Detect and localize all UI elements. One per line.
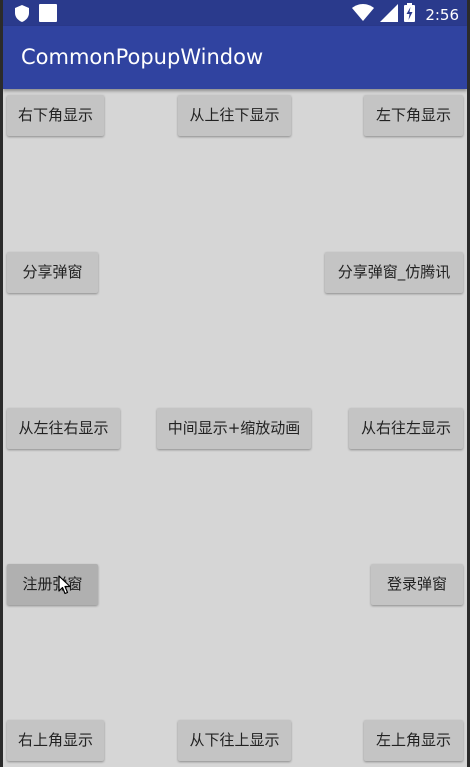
- wifi-icon: [352, 3, 375, 26]
- shield-icon: [15, 4, 29, 26]
- login-popup-button[interactable]: 登录弹窗: [371, 564, 463, 605]
- right-to-left-show-button[interactable]: 从右往左显示: [349, 408, 463, 449]
- top-left-show-button[interactable]: 左上角显示: [364, 720, 463, 761]
- share-popup-tencent-button[interactable]: 分享弹窗_仿腾讯: [325, 252, 463, 293]
- left-to-right-show-button[interactable]: 从左往右显示: [7, 408, 120, 449]
- app-title: CommonPopupWindow: [21, 45, 264, 69]
- notification-square-icon: [39, 4, 57, 26]
- battery-charging-icon: [404, 3, 416, 26]
- bottom-to-top-show-button[interactable]: 从下往上显示: [178, 720, 291, 761]
- device-screen: 2:56 CommonPopupWindow 右下角显示 从上往下显示 左下角显…: [3, 0, 467, 767]
- app-bar: CommonPopupWindow: [3, 26, 467, 89]
- signal-icon: [380, 3, 399, 26]
- top-to-bottom-show-button[interactable]: 从上往下显示: [178, 95, 291, 136]
- center-scale-anim-button[interactable]: 中间显示+缩放动画: [157, 408, 311, 449]
- bottom-right-show-button[interactable]: 右下角显示: [7, 95, 104, 136]
- status-bar: 2:56: [3, 0, 467, 26]
- status-time: 2:56: [425, 5, 459, 24]
- register-popup-button[interactable]: 注册弹窗: [7, 564, 98, 605]
- top-right-show-button[interactable]: 右上角显示: [7, 720, 104, 761]
- share-popup-button[interactable]: 分享弹窗: [7, 252, 98, 293]
- bottom-left-show-button[interactable]: 左下角显示: [364, 95, 463, 136]
